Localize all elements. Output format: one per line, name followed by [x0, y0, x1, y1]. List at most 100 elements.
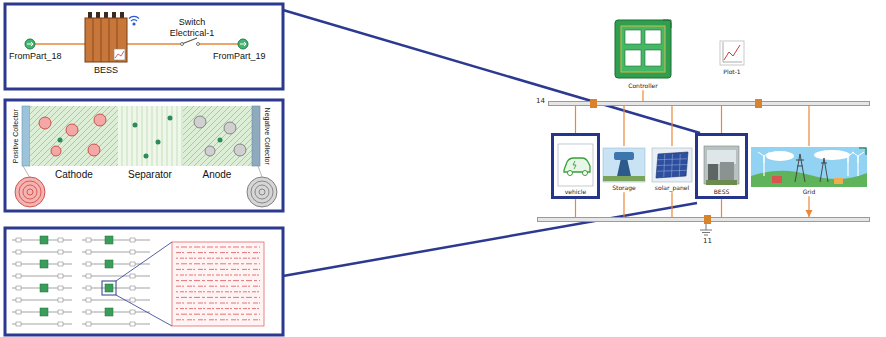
port-symbol [25, 39, 35, 49]
anode-particle [194, 116, 206, 128]
block-caption: BESS [698, 188, 745, 196]
cathode-particle [66, 124, 78, 136]
electrode-spiral [23, 185, 37, 199]
layer-label: Negative Collector [262, 108, 270, 165]
highlighted-block: vehicle [551, 133, 600, 199]
zoom-line [283, 10, 700, 133]
module-part [16, 286, 21, 290]
module-part [130, 238, 135, 242]
module-wire [82, 300, 150, 301]
module-part [58, 262, 63, 266]
module-wire [82, 324, 150, 325]
leader-line [258, 166, 262, 177]
ion-dot [58, 116, 223, 159]
vehicle-icon [558, 144, 593, 186]
layer-label: Positive Collector [12, 109, 20, 163]
zoom-line [116, 295, 172, 326]
power-line [671, 106, 672, 146]
bess-photo [706, 180, 737, 185]
chip [625, 30, 641, 44]
zoom-panel [5, 4, 283, 335]
switch-symbol [183, 38, 197, 44]
wireless-icon [132, 22, 135, 25]
solar-block: solar_panel [648, 146, 696, 192]
chip [645, 50, 661, 66]
module-part [86, 310, 91, 314]
plot-icon: Plot-1 [711, 38, 753, 76]
module-icon [40, 236, 48, 244]
cathode-particle [88, 144, 100, 156]
inset-detail [176, 286, 260, 287]
module-part [58, 286, 63, 290]
module-grid [12, 236, 264, 326]
inset-detail [176, 280, 260, 281]
battery-symbol [93, 18, 117, 62]
inset-detail [176, 308, 260, 309]
power-line [671, 192, 672, 217]
solar-icon [657, 165, 687, 166]
plot-icon [720, 41, 744, 65]
block-caption: Plot-1 [711, 68, 753, 76]
module-part [16, 274, 21, 278]
block-caption: Controller [610, 82, 676, 90]
module-part [130, 250, 135, 254]
module-part [16, 310, 21, 314]
ion-dot [156, 140, 161, 145]
layer-label: Cathode [55, 169, 93, 181]
port-symbol [238, 39, 248, 49]
module-icon [40, 284, 48, 292]
bus-number: 11 [703, 237, 712, 245]
inset-detail [176, 263, 260, 264]
zoom-line [283, 203, 697, 276]
module-part [58, 250, 63, 254]
module-part [16, 250, 21, 254]
module-part [130, 322, 135, 326]
module-icon [105, 260, 113, 268]
battery-symbol [85, 12, 127, 62]
inset-detail [176, 319, 260, 320]
solar-icon [679, 154, 680, 177]
wind-turbine [758, 152, 770, 163]
cell-layer [30, 106, 118, 166]
ground-symbol [704, 235, 708, 236]
port-label: FromPart_18 [9, 51, 62, 62]
storage-icon [614, 152, 634, 160]
bus-bar: 11 [537, 217, 870, 222]
controller-board [621, 26, 665, 72]
block-caption: Grid [748, 188, 870, 196]
vehicle-icon [568, 171, 573, 176]
module-part [16, 262, 21, 266]
power-line [575, 106, 576, 133]
module-part [86, 262, 91, 266]
storage-block: Storage [599, 146, 649, 192]
plot-axis [723, 42, 742, 62]
grid-photo [751, 147, 867, 187]
module-icon [105, 308, 113, 316]
ground-symbol [700, 230, 712, 231]
battery-symbol [115, 51, 124, 58]
module-wire [82, 252, 150, 253]
module-part [58, 322, 63, 326]
controller-board [615, 20, 671, 78]
module-part [130, 298, 135, 302]
block-illustration [713, 38, 751, 68]
inset-detail [176, 303, 260, 304]
power-line [623, 192, 624, 217]
module-wire [82, 276, 150, 277]
electrode-spiral [247, 177, 277, 207]
controller-icon: Controller [610, 18, 676, 90]
port-symbol [27, 42, 33, 46]
layer-label: Separator [128, 169, 172, 181]
component-label: BESS [94, 65, 118, 76]
block-illustration [601, 146, 647, 184]
module-icon [105, 284, 113, 292]
module-part [130, 262, 135, 266]
electrode-spiral [15, 177, 277, 207]
module-icon [40, 308, 48, 316]
solar-icon [656, 152, 688, 178]
bus-number: 14 [536, 97, 545, 105]
zoom-panel [5, 100, 283, 211]
inset-detail [176, 247, 260, 248]
power-line [808, 196, 809, 217]
vehicle-icon [573, 161, 576, 169]
